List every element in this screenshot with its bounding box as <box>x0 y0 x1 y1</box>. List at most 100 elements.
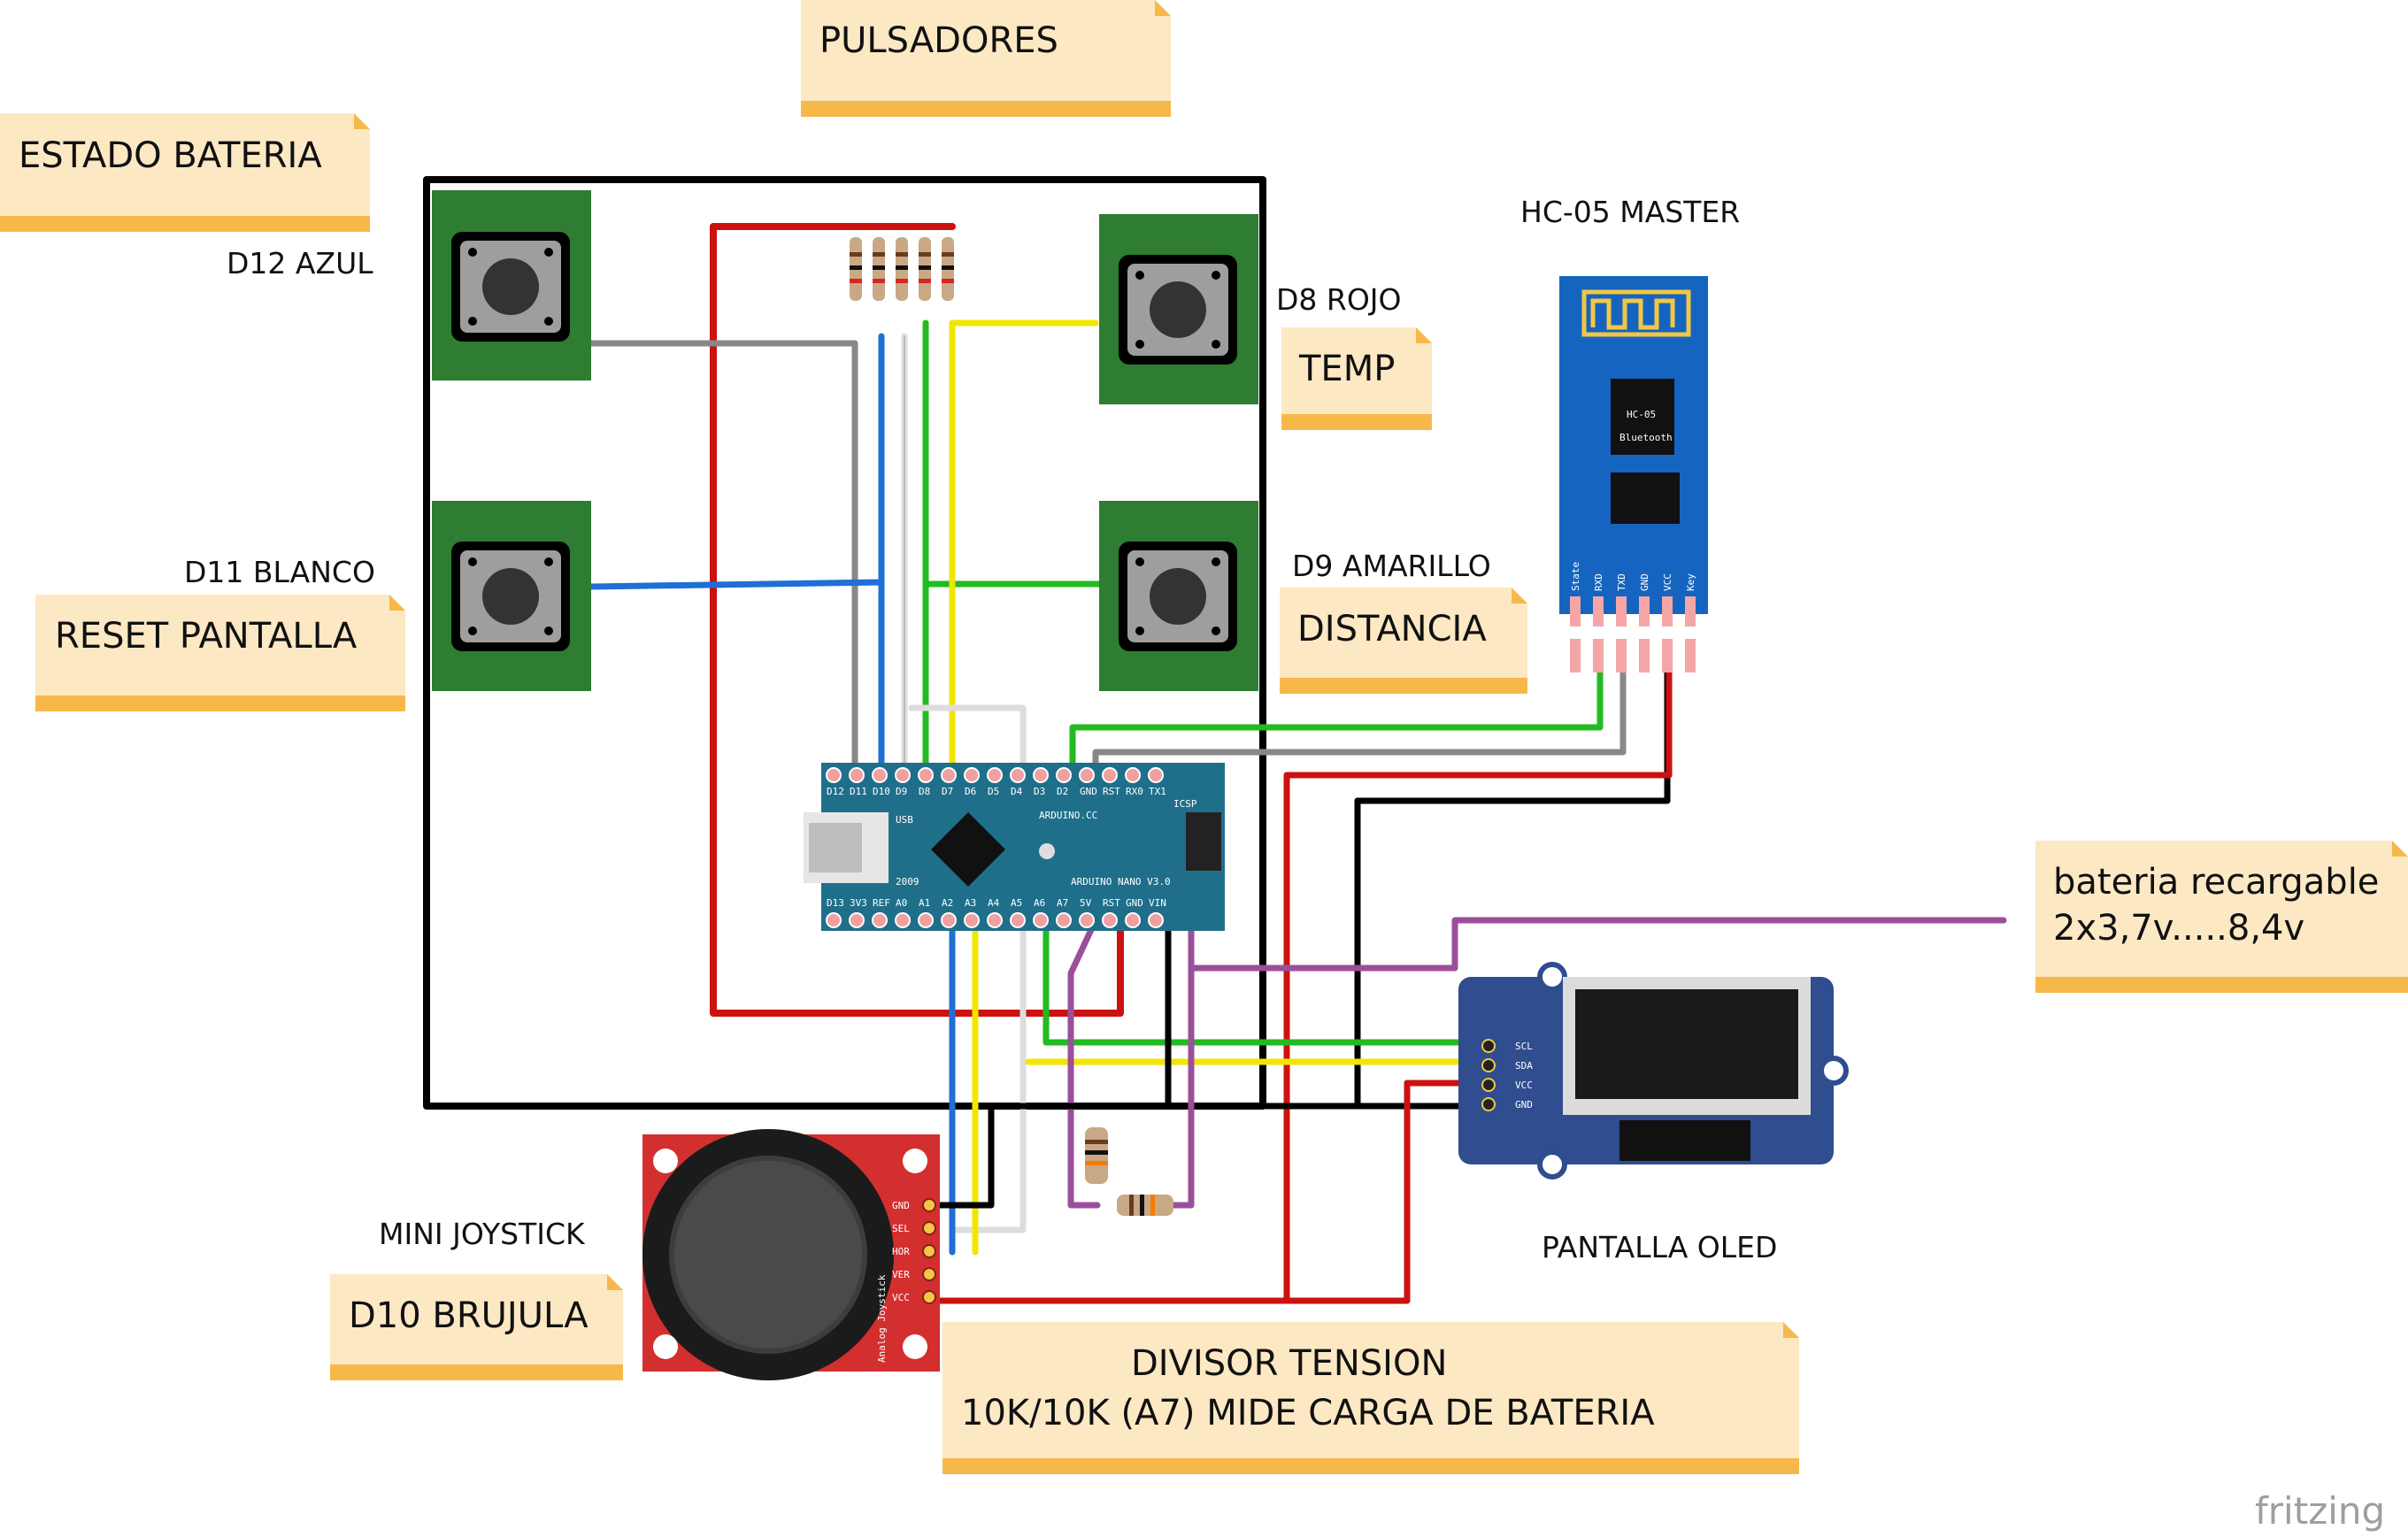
nano-pin-label: D13 <box>827 897 844 909</box>
nano-pin-label: A4 <box>988 897 1000 909</box>
nano-pin-3v3 <box>849 912 865 928</box>
note-bateria-line1: bateria recargable <box>2053 862 2379 903</box>
wire-black-gnd-joy <box>931 917 1172 1209</box>
joystick-pin-label: VER <box>892 1269 910 1280</box>
nano-pin-rst <box>1102 767 1118 783</box>
nano-pin-label: D12 <box>827 786 844 797</box>
nano-pin-label: A2 <box>942 897 953 909</box>
wire-gray-d12 <box>588 340 858 779</box>
arduino-cc-text: ARDUINO.CC <box>1039 810 1097 821</box>
nano-pin-5v <box>1079 912 1095 928</box>
nano-pin-gnd <box>1079 767 1095 783</box>
pushbutton-bottom-right <box>1099 501 1258 691</box>
nano-pin-a6 <box>1033 912 1049 928</box>
hc05-pin-key <box>1685 596 1696 626</box>
nano-pin-label: TX1 <box>1149 786 1166 797</box>
nano-pin-d3 <box>1033 767 1049 783</box>
nano-pin-label: D5 <box>988 786 999 797</box>
hc05-pin-vcc <box>1662 596 1673 626</box>
arduino-nano: ARDUINO.CC ICSP ARDUINO NANO V3.0 USB 20… <box>804 763 1225 931</box>
nano-pin-ref <box>872 912 888 928</box>
nano-pin-d2 <box>1056 767 1072 783</box>
nano-pin-a7 <box>1056 912 1072 928</box>
nano-pin-label: D8 <box>919 786 930 797</box>
pushbutton-bottom-left <box>432 501 591 691</box>
hc05-pin-lead <box>1685 639 1696 672</box>
oled-screen <box>1575 989 1798 1099</box>
nano-pin-label: A3 <box>965 897 976 909</box>
nano-pin-label: D3 <box>1034 786 1045 797</box>
joystick-pin-vcc <box>922 1290 936 1304</box>
note-distancia: DISTANCIA <box>1280 588 1527 694</box>
hc05-pin-rxd <box>1593 596 1604 626</box>
wires <box>423 176 2007 1304</box>
resistor-array <box>850 237 954 301</box>
joystick-pin-sel <box>922 1221 936 1235</box>
label-d11-blanco: D11 BLANCO <box>184 555 375 589</box>
wire-white-sel <box>908 704 1027 1233</box>
hc05-pin-gnd <box>1639 596 1650 626</box>
oled-pin-scl <box>1481 1039 1496 1053</box>
nano-pin-d5 <box>987 767 1003 783</box>
note-divisor-tension: DIVISOR TENSION 10K/10K (A7) MIDE CARGA … <box>942 1322 1799 1474</box>
wire-red-loop <box>710 223 1124 1017</box>
oled-pin-sda <box>1481 1058 1496 1072</box>
label-d12-azul: D12 AZUL <box>227 246 373 281</box>
hc05-pin-state <box>1570 596 1581 626</box>
wire-red-vcc <box>931 1080 1411 1304</box>
note-divisor-line1: DIVISOR TENSION <box>1131 1343 1447 1384</box>
pushbutton-top-right <box>1099 214 1258 404</box>
nano-pin-label: A0 <box>896 897 907 909</box>
nano-pin-label: RX0 <box>1126 786 1143 797</box>
hc05-pin-lead <box>1639 639 1650 672</box>
nano-pin-label: D2 <box>1057 786 1068 797</box>
nano-pin-gnd <box>1125 912 1141 928</box>
note-brujula-text: D10 BRUJULA <box>349 1295 589 1336</box>
pushbutton-top-left <box>432 190 591 380</box>
arduino-usb-text: USB <box>896 814 913 826</box>
nano-pin-label: D10 <box>873 786 890 797</box>
hc05-chip <box>1611 379 1674 455</box>
nano-pin-label: A1 <box>919 897 930 909</box>
mcu-chip <box>931 812 1005 887</box>
note-reset-pantalla-text: RESET PANTALLA <box>55 616 358 657</box>
nano-pin-d12 <box>826 767 842 783</box>
label-d9-amarillo: D9 AMARILLO <box>1292 549 1491 583</box>
divider-resistors <box>1085 1127 1173 1216</box>
note-temp: TEMP <box>1281 327 1432 430</box>
nano-pin-d9 <box>895 767 911 783</box>
wire-green-scl <box>1042 917 1490 1046</box>
nano-pin-d10 <box>872 767 888 783</box>
joystick-pin-label: GND <box>892 1200 910 1211</box>
nano-pin-label: VIN <box>1149 897 1166 909</box>
wire-black-oled <box>1259 797 1499 1110</box>
nano-pin-d13 <box>826 912 842 928</box>
hc05-pin-label: TXD <box>1616 573 1627 591</box>
nano-pin-a2 <box>941 912 957 928</box>
nano-pin-label: D6 <box>965 786 976 797</box>
nano-pin-d8 <box>918 767 934 783</box>
label-pantalla-oled: PANTALLA OLED <box>1542 1230 1777 1264</box>
nano-pin-a3 <box>964 912 980 928</box>
note-bateria-recargable: bateria recargable 2x3,7v.....8,4v <box>2035 841 2408 993</box>
nano-pin-tx1 <box>1148 767 1164 783</box>
hc05-pin-label: Key <box>1685 573 1696 591</box>
arduino-board-text: ARDUINO NANO V3.0 <box>1071 876 1171 888</box>
wire-purple-battery <box>1188 917 2007 972</box>
note-pulsadores-text: PULSADORES <box>819 20 1058 61</box>
oled-pin-label: GND <box>1515 1099 1533 1110</box>
wire-yellow-d8 <box>949 319 1099 779</box>
label-mini-joystick: MINI JOYSTICK <box>379 1217 586 1251</box>
nano-pin-label: D11 <box>850 786 867 797</box>
oled-pin-label: SCL <box>1515 1041 1533 1052</box>
nano-pin-label: GND <box>1126 897 1143 909</box>
nano-pin-a0 <box>895 912 911 928</box>
arduino-icsp-text: ICSP <box>1173 798 1197 810</box>
oled-pin-gnd <box>1481 1097 1496 1111</box>
nano-pin-rx0 <box>1125 767 1141 783</box>
hc05-pin-label: VCC <box>1662 573 1673 591</box>
